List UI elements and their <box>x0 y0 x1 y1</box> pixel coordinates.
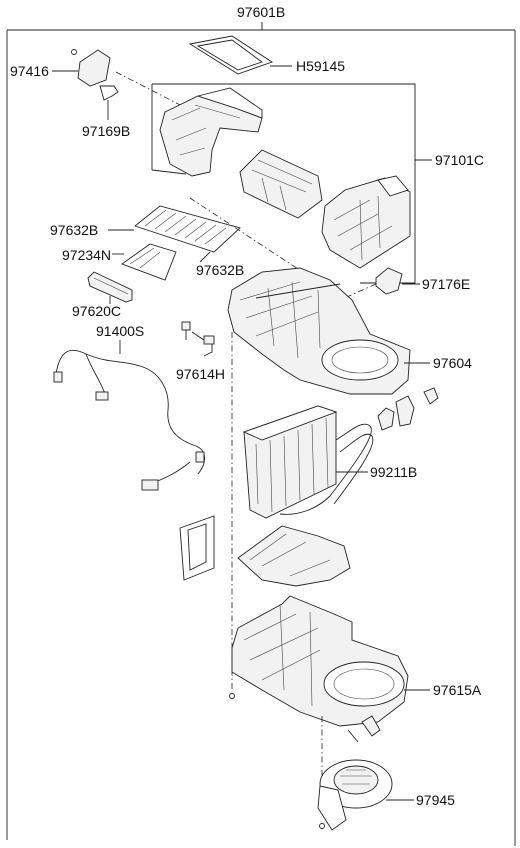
label-resistor: 97176E <box>422 276 471 292</box>
screws <box>229 693 325 829</box>
label-sensor: 97614H <box>176 366 226 382</box>
filter-upper-part <box>108 205 241 263</box>
upper-case-right <box>321 175 411 269</box>
resistor-part <box>339 267 420 301</box>
filter-lower-part <box>112 243 177 281</box>
label-filter-b: 97632B <box>196 262 245 278</box>
label-wiring: 91400S <box>96 323 145 339</box>
drain-tray-part <box>237 525 351 587</box>
label-actuator-top: 97416 <box>10 63 49 79</box>
label-actuator-link: 97169B <box>82 123 131 139</box>
label-filter-a: 97632B <box>50 222 99 238</box>
label-blower-motor: 97945 <box>416 792 455 808</box>
blower-motor-part <box>317 759 414 831</box>
label-middle-case: 97604 <box>433 355 472 371</box>
gasket-part <box>188 35 292 75</box>
filter-cover-part <box>87 271 133 304</box>
seal-frame-part <box>179 515 215 581</box>
sensor-part <box>181 321 215 357</box>
label-assembly: 97601B <box>237 4 286 20</box>
label-evaporator: 99211B <box>370 464 418 480</box>
upper-case-duct <box>239 149 323 219</box>
label-lower-case: 97615A <box>433 682 482 698</box>
actuator-top-part <box>52 49 187 120</box>
label-filter-cover: 97620C <box>72 303 122 319</box>
label-filter-holder: 97234N <box>62 247 112 263</box>
lower-case-part <box>231 595 430 790</box>
evaporator-fittings <box>377 387 439 431</box>
label-gasket: H59145 <box>296 58 346 74</box>
evaporator-part <box>242 405 374 519</box>
upper-case-left <box>159 87 263 177</box>
assembly-bracket <box>6 22 516 846</box>
leader-lines <box>151 169 341 299</box>
label-upper-case: 97101C <box>435 152 485 168</box>
middle-case-part <box>227 267 430 690</box>
wiring-harness-part <box>53 340 205 491</box>
